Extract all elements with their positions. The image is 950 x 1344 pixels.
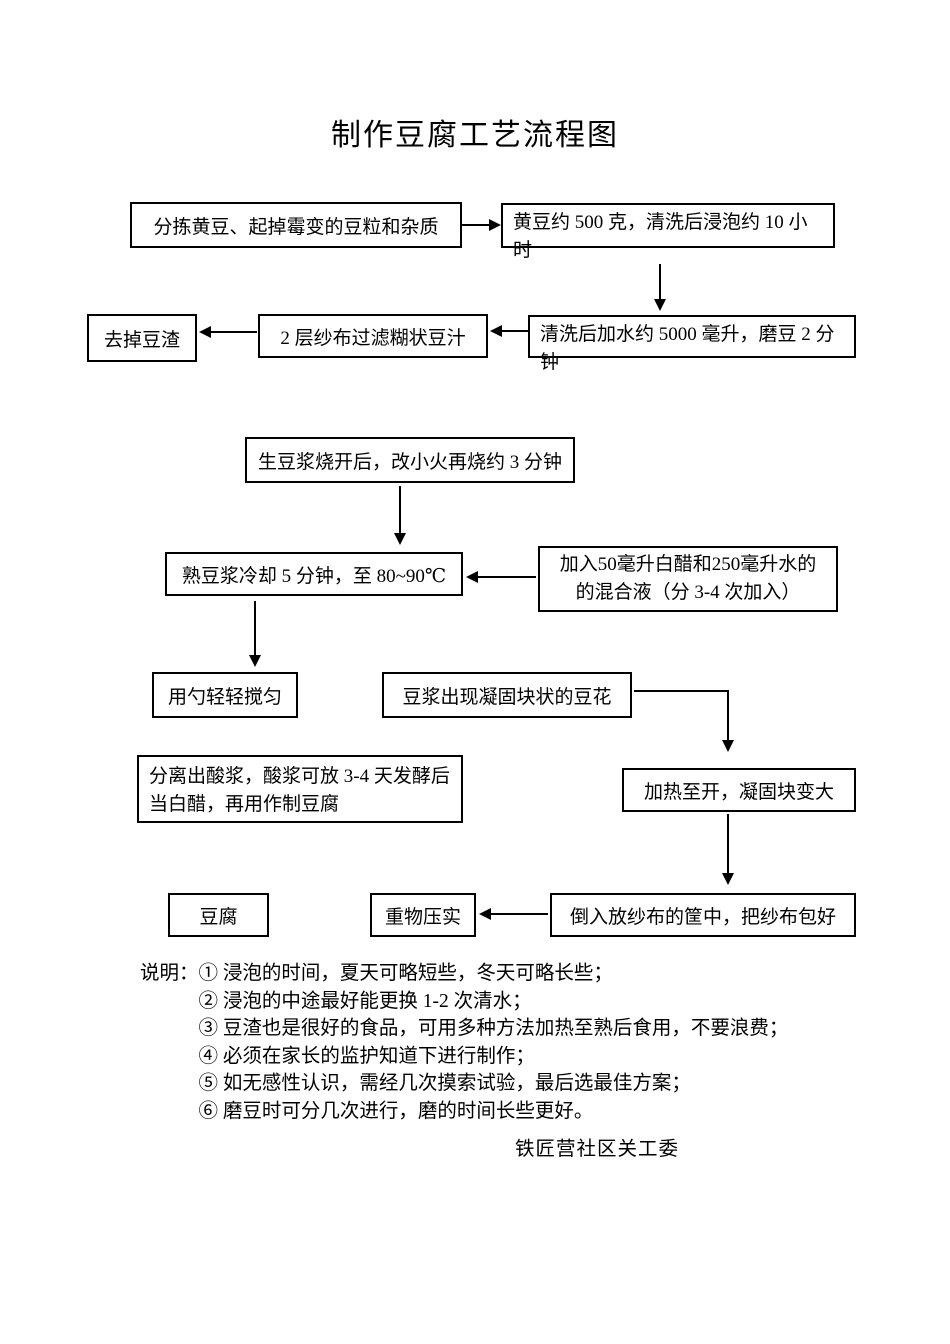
flow-node-soak-beans: 黄豆约 500 克，清洗后浸泡约 10 小 时 (501, 203, 835, 261)
arrow-line-vinegar-to-cool (477, 576, 536, 578)
arrow-line-filter-to-dregs (210, 331, 257, 333)
arrow-head-soak-to-grind (654, 299, 666, 311)
flow-node-separate-whey: 分离出酸浆，酸浆可放 3-4 天发酵后 当白醋，再用作制豆腐 (137, 755, 463, 823)
node-text: 2 层纱布过滤糊状豆汁 (280, 327, 466, 349)
flow-node-tofu: 豆腐 (168, 893, 269, 937)
flow-node-heat-curds: 加热至开，凝固块变大 (622, 768, 856, 812)
note-item-4: ④ 必须在家长的监护知道下进行制作； (198, 1045, 535, 1067)
arrow-head-cool-to-stir (249, 655, 261, 667)
arrow-head-boil-to-cool (394, 533, 406, 545)
flow-node-remove-dregs: 去掉豆渣 (87, 314, 197, 362)
notes-list: ① 浸泡的时间，夏天可略短些，冬天可略长些； ② 浸泡的中途最好能更换 1-2 … (199, 960, 860, 1125)
arrow-line-pour-to-press (490, 913, 548, 915)
arrow-line-cool-to-stir (254, 601, 256, 656)
flow-node-grind-beans: 清洗后加水约 5000 毫升，磨豆 2 分 钟 (528, 315, 856, 373)
flow-node-press-weight: 重物压实 (370, 893, 476, 937)
note-item-3: ③ 豆渣也是很好的食品，可用多种方法加热至熟后食用，不要浪费； (198, 1018, 789, 1039)
node-text: 加热至开，凝固块变大 (643, 781, 834, 803)
note-item-2: ② 浸泡的中途最好能更换 1-2 次清水； (198, 990, 532, 1012)
flow-node-curd-appears: 豆浆出现凝固块状的豆花 (382, 672, 632, 718)
node-text: 倒入放纱布的筐中，把纱布包好 (569, 906, 836, 928)
note-item-5: ⑤ 如无感性认识，需经几次摸索试验，最后选最佳方案； (198, 1073, 691, 1094)
notes-section: 说明： ① 浸泡的时间，夏天可略短些，冬天可略长些； ② 浸泡的中途最好能更换 … (140, 960, 860, 1125)
node-text-line2: 的混合液（分 3-4 次加入） (575, 582, 801, 603)
node-text: 用勺轻轻搅匀 (167, 686, 282, 708)
arrow-line-boil-to-cool (399, 486, 401, 534)
arrow-head-vinegar-to-cool (466, 571, 478, 583)
node-text-line2: 钟 (540, 352, 560, 373)
node-text-line2: 当白醋，再用作制豆腐 (149, 794, 340, 815)
arrow-line-sort-to-soak (462, 224, 490, 226)
arrow-head-filter-to-dregs (199, 326, 211, 338)
arrow-line-curd-to-heat-vertical (727, 690, 729, 741)
node-text: 熟豆浆冷却 5 分钟，至 80~90℃ (181, 565, 447, 587)
note-item-6: ⑥ 磨豆时可分几次进行，磨的时间长些更好。 (198, 1100, 594, 1122)
arrow-line-soak-to-grind (659, 264, 661, 300)
node-text-line1: 加入50毫升白醋和250毫升水的 (559, 554, 817, 575)
flow-node-cool-milk: 熟豆浆冷却 5 分钟，至 80~90℃ (165, 552, 463, 596)
arrow-line-heat-to-pour (727, 814, 729, 874)
flow-node-add-vinegar-mix: 加入50毫升白醋和250毫升水的 的混合液（分 3-4 次加入） (538, 546, 838, 612)
flow-node-boil-raw-milk: 生豆浆烧开后，改小火再烧约 3 分钟 (245, 437, 575, 483)
arrow-head-curd-to-heat (722, 740, 734, 752)
flow-node-filter-cloth: 2 层纱布过滤糊状豆汁 (258, 314, 488, 358)
flow-node-sort-beans: 分拣黄豆、起掉霉变的豆粒和杂质 (130, 202, 462, 248)
arrow-head-pour-to-press (479, 908, 491, 920)
node-text: 豆腐 (199, 906, 238, 928)
node-text-line1: 清洗后加水约 5000 毫升，磨豆 2 分 (540, 324, 835, 345)
node-text: 去掉豆渣 (103, 329, 180, 351)
flow-node-stir-gently: 用勺轻轻搅匀 (152, 672, 298, 718)
node-text-line1: 黄豆约 500 克，清洗后浸泡约 10 小 (513, 212, 808, 233)
notes-label: 说明： (140, 963, 199, 984)
note-item-1: ① 浸泡的时间，夏天可略短些，冬天可略长些； (198, 963, 613, 984)
footer-signature: 铁匠营社区关工委 (515, 1139, 680, 1160)
node-text-line2: 时 (513, 240, 533, 261)
node-text: 豆浆出现凝固块状的豆花 (402, 686, 612, 708)
page-title: 制作豆腐工艺流程图 (331, 119, 619, 152)
arrow-head-heat-to-pour (722, 873, 734, 885)
node-text: 分拣黄豆、起掉霉变的豆粒和杂质 (153, 216, 439, 238)
flow-node-pour-basket: 倒入放纱布的筐中，把纱布包好 (550, 893, 856, 937)
arrow-head-sort-to-soak (489, 219, 501, 231)
arrow-head-grind-to-filter (490, 325, 502, 337)
node-text: 生豆浆烧开后，改小火再烧约 3 分钟 (257, 451, 562, 473)
node-text-line1: 分离出酸浆，酸浆可放 3-4 天发酵后 (149, 766, 450, 787)
node-text: 重物压实 (384, 906, 461, 928)
arrow-line-curd-to-heat-horizontal (634, 690, 729, 692)
arrow-line-grind-to-filter (501, 330, 528, 332)
